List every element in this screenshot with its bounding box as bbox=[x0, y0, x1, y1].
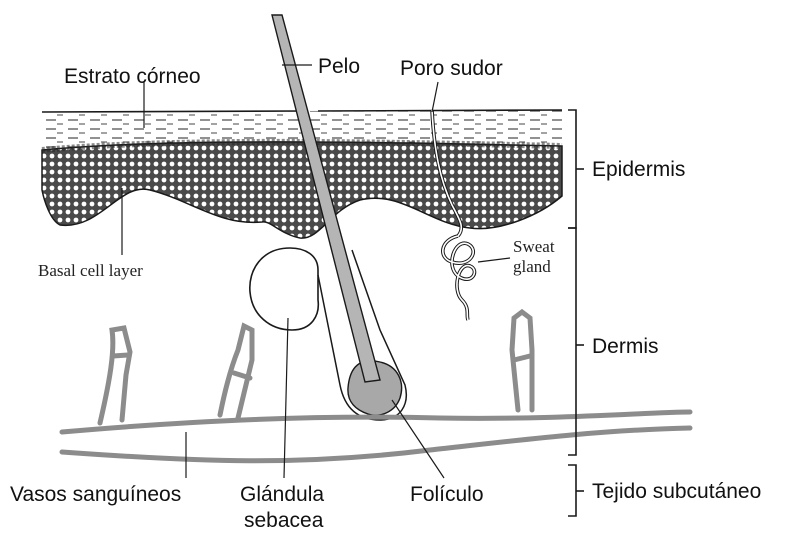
dermis-bracket bbox=[568, 228, 576, 455]
label-sweat-line2: gland bbox=[513, 258, 551, 276]
label-dermis: Dermis bbox=[592, 336, 659, 357]
epidermis-cell-layers bbox=[42, 142, 562, 238]
layer-brackets bbox=[568, 110, 584, 516]
label-pelo: Pelo bbox=[318, 56, 360, 77]
label-tejido-subcutaneo: Tejido subcutáneo bbox=[592, 481, 761, 502]
label-glandula-line1: Glándula bbox=[240, 484, 324, 505]
subcutaneous-bracket bbox=[568, 465, 576, 516]
label-foliculo: Folículo bbox=[410, 484, 484, 505]
label-vasos-sanguineos: Vasos sanguíneos bbox=[10, 484, 181, 505]
label-poro-sudor: Poro sudor bbox=[400, 58, 503, 79]
label-estrato-corneo: Estrato córneo bbox=[64, 66, 201, 87]
label-basal-cell-layer: Basal cell layer bbox=[38, 262, 143, 280]
label-glandula-line2: sebacea bbox=[244, 510, 323, 531]
epidermis-bracket bbox=[568, 110, 576, 228]
label-epidermis: Epidermis bbox=[592, 159, 685, 180]
sebaceous-gland bbox=[250, 248, 318, 330]
label-sweat-line1: Sweat bbox=[513, 238, 555, 256]
